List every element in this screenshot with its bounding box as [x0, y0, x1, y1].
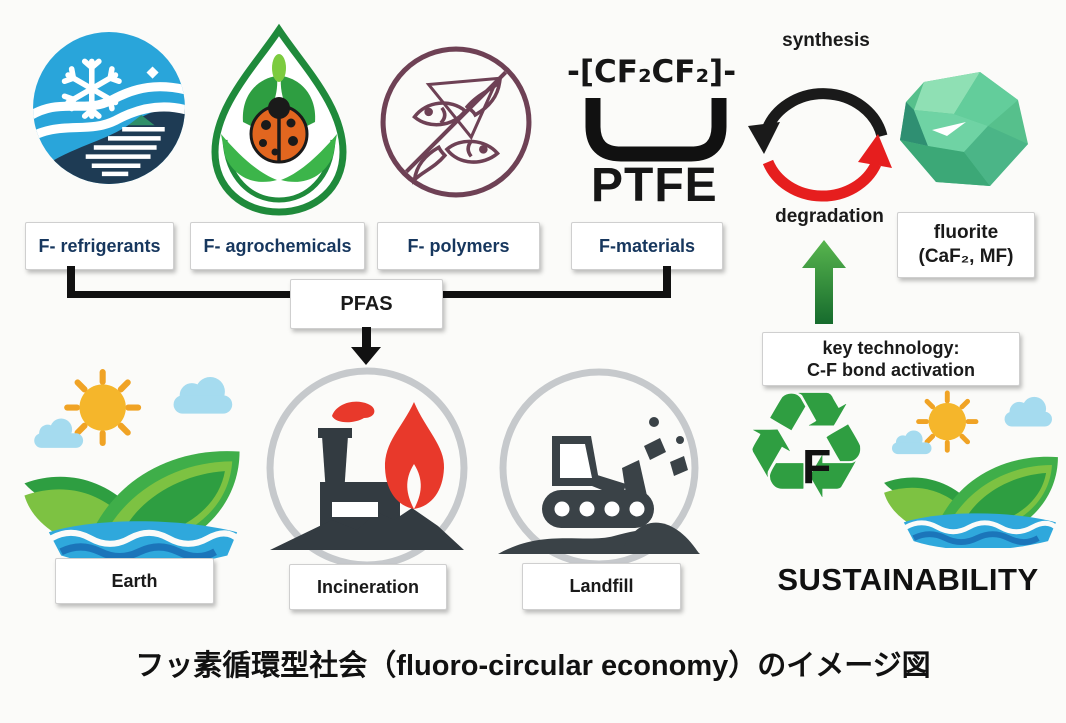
landfill-icon	[498, 368, 700, 568]
incineration-icon	[266, 367, 468, 569]
agrochemical-icon	[211, 23, 347, 216]
key-technology-line1: key technology:	[822, 337, 960, 358]
pfas-arrow-icon	[351, 347, 381, 365]
connector-left-vertical	[67, 266, 75, 298]
connector-right-vertical	[663, 266, 671, 298]
fluorine-recycle-icon: ♻ F	[740, 366, 898, 544]
terrace-lines	[85, 126, 165, 177]
key-technology-box: key technology: C-F bond activation	[762, 332, 1020, 386]
ladybug-icon	[249, 97, 309, 164]
label-incineration: Incineration	[289, 564, 447, 610]
sustainability-title: SUSTAINABILITY	[777, 562, 1039, 597]
earth-icon	[22, 366, 242, 564]
label-f-materials: F-materials	[571, 222, 723, 270]
pfas-box: PFAS	[290, 279, 443, 329]
fish-icon	[412, 78, 502, 127]
sparkle-icon	[146, 66, 159, 79]
flame-icon	[384, 402, 445, 509]
refrigerant-icon	[33, 32, 185, 184]
label-earth: Earth	[55, 558, 214, 604]
figure-caption: フッ素循環型社会（fluoro-circular economy）のイメージ図	[135, 650, 931, 682]
recycle-icon: ♻	[740, 360, 873, 532]
degradation-arrow-icon	[762, 159, 881, 202]
fluorite-name: fluorite	[933, 222, 999, 244]
fluorite-crystal-icon	[900, 72, 1028, 186]
fluorite-box: fluorite (CaF₂, MF)	[897, 212, 1035, 278]
mountain-icon	[128, 115, 155, 126]
pfas-arrow-stem	[362, 327, 371, 349]
synthesis-arrow-icon	[760, 88, 888, 138]
label-landfill: Landfill	[522, 563, 681, 610]
label-f-polymers: F- polymers	[377, 222, 540, 270]
nature-icon	[882, 388, 1060, 548]
recycle-letter: F	[802, 441, 832, 494]
snowflake-icon	[61, 58, 122, 119]
no-fish-icon	[380, 46, 532, 198]
smoke-icon	[332, 401, 375, 423]
synthesis-degradation-cycle-icon	[748, 88, 892, 202]
up-arrow-icon	[802, 240, 846, 324]
factory-icon	[270, 428, 464, 550]
connector-left-horizontal	[67, 291, 293, 298]
key-technology-line2: C-F bond activation	[807, 360, 975, 380]
connector-right-horizontal	[439, 291, 671, 298]
fluorite-formula: (CaF₂, MF)	[918, 246, 1014, 267]
repeat-bracket-icon	[585, 98, 727, 162]
label-f-refrigerants: F- refrigerants	[25, 222, 174, 270]
ptfe-formula: -[CF₂CF₂]-	[567, 54, 737, 90]
ptfe-structure: -[CF₂CF₂]- PTFE	[563, 48, 748, 218]
degradation-label: degradation	[775, 206, 884, 227]
synthesis-label: synthesis	[782, 30, 870, 51]
fish-icon	[411, 139, 501, 185]
ptfe-name: PTFE	[591, 159, 718, 212]
label-f-agrochemicals: F- agrochemicals	[190, 222, 365, 270]
